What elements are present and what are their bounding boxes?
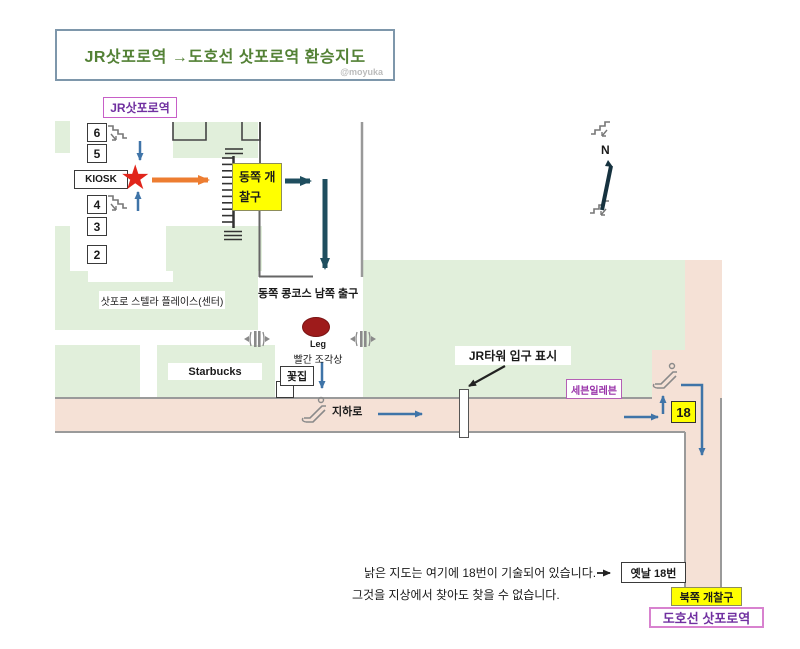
corridor-wall <box>684 432 686 588</box>
map-area-green <box>173 122 258 158</box>
kiosk-label: KIOSK <box>74 170 128 189</box>
red-sculpture-icon <box>302 317 330 337</box>
sculpture-label: 빨간 조각상 <box>293 355 343 366</box>
platform-6: 6 <box>87 123 107 142</box>
stairs-icon <box>107 195 128 211</box>
toho-sapporo-station-badge: 도호선 삿포로역 <box>649 607 764 628</box>
starbucks-label: Starbucks <box>168 363 262 380</box>
stairs-icon <box>590 121 611 137</box>
corridor-underground <box>55 398 722 432</box>
sculpture-name-label: Leg <box>309 339 326 349</box>
you-are-here-star-icon: ★ <box>120 159 151 197</box>
map-area-green <box>166 226 262 271</box>
page-title: JR삿포로역 →도호선 삿포로역 환승지도 <box>84 49 366 66</box>
jr-tower-sign-label: JR타워 입구 표시 <box>455 346 571 365</box>
platform-4: 4 <box>87 195 107 214</box>
stella-place-label: 삿포로 스텔라 플레이스(센터) <box>99 291 225 309</box>
platform-2: 2 <box>87 245 107 264</box>
corridor-north-strip <box>685 260 722 350</box>
stairs-icon <box>107 125 128 141</box>
map-area-green <box>55 226 70 271</box>
map-area-green <box>55 121 70 153</box>
compass-north-label: N <box>601 143 610 157</box>
watermark: @moyuka <box>340 67 383 77</box>
corridor-escalator-alcove <box>652 350 722 398</box>
platform-3: 3 <box>87 217 107 236</box>
map-area-green <box>55 345 140 398</box>
east-gate-label: 동쪽 개찰구 <box>232 163 282 211</box>
east-concourse-exit-label: 동쪽 콩코스 남쪽 출구 <box>258 288 359 300</box>
map-area-green-east <box>363 260 685 398</box>
stairs-icon <box>589 200 610 216</box>
seven-eleven-label: 세븐일레븐 <box>566 379 622 399</box>
jr-tower-pillar <box>459 389 469 438</box>
corridor-wall <box>720 398 722 588</box>
north-gate-label: 북쪽 개찰구 <box>671 587 742 606</box>
platform-5: 5 <box>87 144 107 163</box>
map-gap <box>88 271 173 282</box>
north-arrow <box>600 165 613 211</box>
corridor-south <box>685 432 722 588</box>
corridor-wall <box>55 397 652 399</box>
note-line-1: 낡은 지도는 여기에 18번이 기술되어 있습니다. <box>364 566 597 580</box>
old-18-label: 옛날 18번 <box>621 562 686 583</box>
title-box: JR삿포로역 →도호선 삿포로역 환승지도 @moyuka <box>55 29 395 81</box>
underground-label: 지하로 <box>332 406 363 418</box>
corridor-wall <box>55 431 685 433</box>
flower-shop-label: 꽃집 <box>280 366 314 386</box>
note-line-2: 그것을 지상에서 찾아도 찾을 수 없습니다. <box>352 588 560 602</box>
north-arrow-head <box>605 160 613 167</box>
jr-sapporo-station-badge: JR삿포로역 <box>103 97 177 118</box>
exit-18-label: 18 <box>671 401 696 423</box>
